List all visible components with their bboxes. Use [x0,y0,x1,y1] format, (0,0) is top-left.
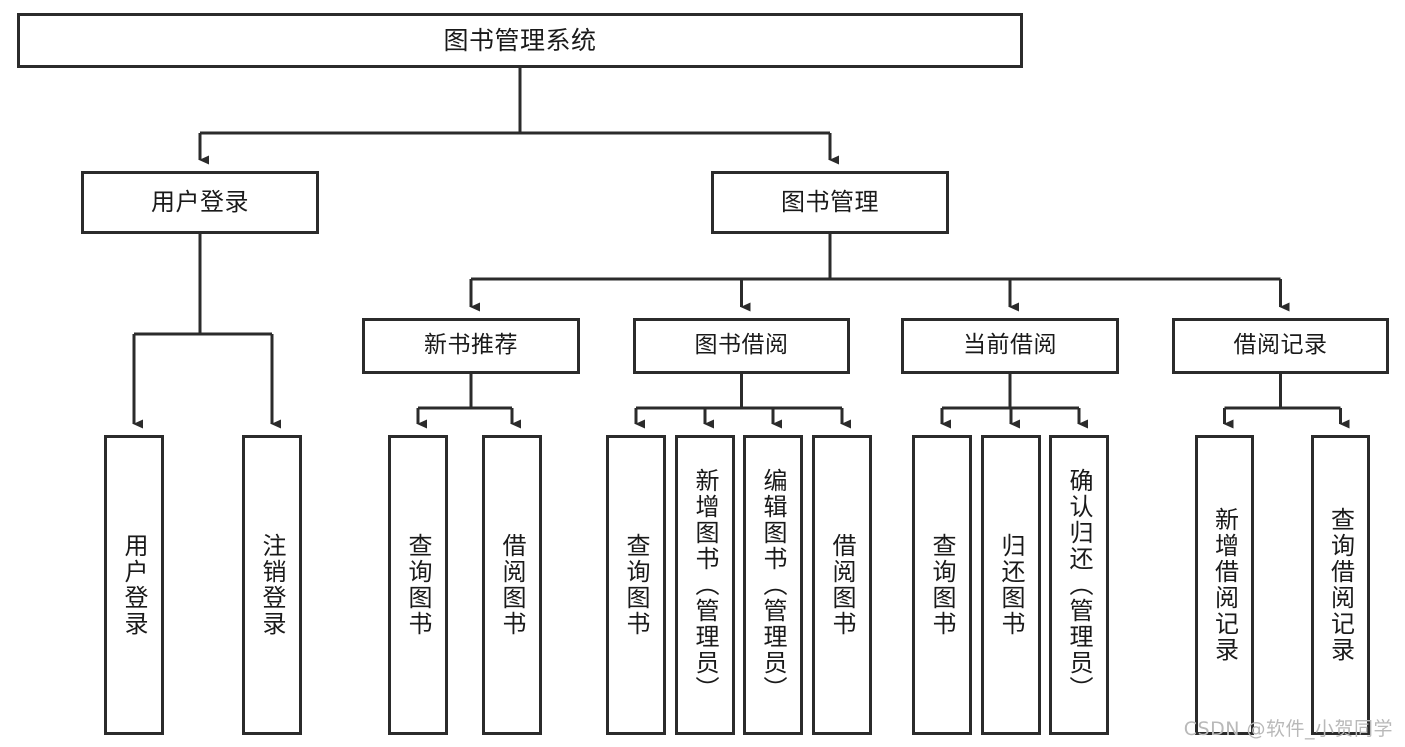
node-leaf-user-logout[interactable]: 注销登录 [242,435,302,735]
node-leaf-return-book[interactable]: 归还图书 [981,435,1041,735]
node-label: 图书借阅 [694,332,789,359]
node-leaf-borrow-books-recommend[interactable]: 借阅图书 [482,435,542,735]
node-label: 查询图书 [928,533,956,637]
node-user-login[interactable]: 用户登录 [81,171,319,234]
node-label: 归还图书 [997,533,1025,637]
node-leaf-query-borrow-record[interactable]: 查询借阅记录 [1311,435,1370,735]
node-label: 借阅记录 [1233,332,1328,359]
node-label: 查询借阅记录 [1326,507,1355,663]
node-label: 新书推荐 [424,332,518,359]
node-leaf-query-books-recommend[interactable]: 查询图书 [388,435,448,735]
node-root[interactable]: 图书管理系统 [17,13,1023,68]
node-label: 确认归还（管理员） [1065,468,1093,702]
node-label: 新增图书（管理员） [691,468,719,702]
node-label: 编辑图书（管理员） [759,468,787,702]
node-book-borrow[interactable]: 图书借阅 [633,318,850,374]
node-leaf-add-book-admin[interactable]: 新增图书（管理员） [675,435,735,735]
node-label: 图书管理系统 [443,25,597,55]
node-label: 用户登录 [151,188,249,217]
node-leaf-edit-book-admin[interactable]: 编辑图书（管理员） [743,435,803,735]
node-label: 当前借阅 [963,332,1057,359]
node-leaf-query-books-borrow[interactable]: 查询图书 [606,435,666,735]
node-label: 注销登录 [258,533,286,637]
node-label: 用户登录 [120,533,148,637]
node-borrow-records[interactable]: 借阅记录 [1172,318,1389,374]
node-leaf-add-borrow-record[interactable]: 新增借阅记录 [1195,435,1254,735]
node-leaf-borrow-book[interactable]: 借阅图书 [812,435,872,735]
node-leaf-confirm-return-admin[interactable]: 确认归还（管理员） [1049,435,1109,735]
node-label: 新增借阅记录 [1210,507,1239,663]
node-label: 查询图书 [404,533,432,637]
node-label: 查询图书 [622,533,650,637]
node-book-management[interactable]: 图书管理 [711,171,949,234]
node-new-book-recommend[interactable]: 新书推荐 [362,318,580,374]
node-current-borrow[interactable]: 当前借阅 [901,318,1119,374]
node-leaf-user-login[interactable]: 用户登录 [104,435,164,735]
node-leaf-query-books-current[interactable]: 查询图书 [912,435,972,735]
node-label: 借阅图书 [828,533,856,637]
node-label: 借阅图书 [498,533,526,637]
node-label: 图书管理 [781,188,879,217]
watermark-label: CSDN @软件_小贺同学 [1183,718,1393,740]
